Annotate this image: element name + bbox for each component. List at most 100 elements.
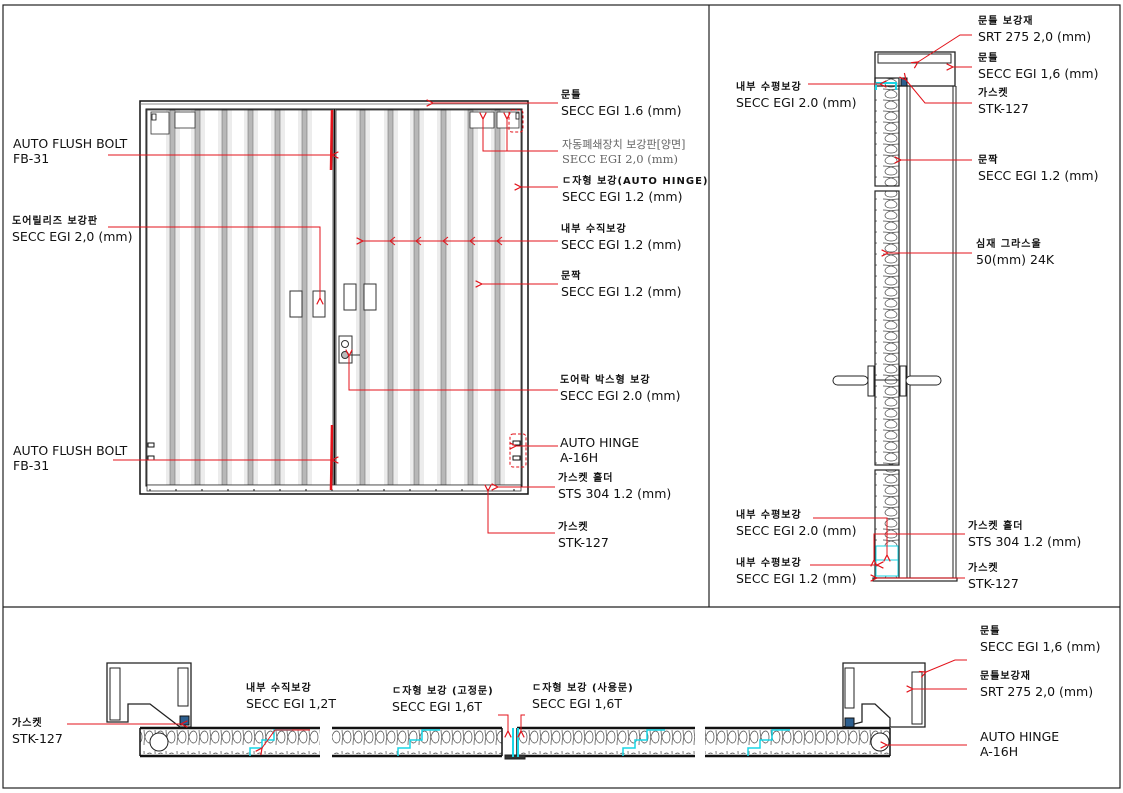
label-side-door-leaf: 문짝 SECC EGI 1.2 (mm): [978, 153, 1098, 183]
label-front-closer-plate: 자동폐쇄장치 보강판[양면]SECC EGI 2,0 (mm): [562, 137, 685, 167]
label-spec: SECC EGI 1.2 (mm): [561, 284, 682, 299]
inner-vertical-reinforcement: [622, 729, 665, 756]
leader-arrow: [496, 236, 503, 246]
gasket-holder-rail: [146, 484, 522, 492]
label-plan-gasket: 가스켓 STK-127: [12, 716, 63, 746]
label-plan-frame: 문틀 SECC EGI 1,6 (mm): [980, 624, 1100, 654]
label-front-inner-vertical: 내부 수직보강 SECC EGI 1.2 (mm): [561, 222, 681, 252]
label-spec: STK-127: [968, 576, 1019, 591]
label-spec: FB-31: [13, 151, 50, 166]
label-title: 내부 수평보강: [736, 82, 802, 93]
inner-vertical-reinforcement: [397, 729, 440, 756]
label-spec: SECC EGI 1,6 (mm): [978, 66, 1099, 81]
label-spec: 50(mm) 24K: [976, 252, 1055, 267]
label-title: 도어락 박스형 보강: [560, 375, 651, 386]
label-title: AUTO FLUSH BOLT: [13, 136, 128, 151]
plan-leaders: [67, 659, 967, 748]
label-spec: SECC EGI 1,6 (mm): [980, 639, 1101, 654]
insulation: [705, 730, 890, 754]
label-spec: FB-31: [13, 458, 50, 473]
label-spec: SECC EGI 2.0 (mm): [736, 95, 857, 110]
label-spec: SECC EGI 1.2 (mm): [561, 237, 682, 252]
inner-vertical-reinforcement: [747, 729, 790, 756]
label-spec: SECC EGI 2.0 (mm): [736, 523, 857, 538]
label-title: 문틀 보강재: [978, 16, 1034, 27]
label-title: 문짝: [561, 271, 582, 282]
label-title: ㄷ자형 보강 (고정문): [392, 686, 494, 697]
label-title: 문틀보강재: [980, 671, 1031, 682]
label-spec: STS 304 1.2 (mm): [558, 486, 672, 501]
label-plan-c-channel-fixed: ㄷ자형 보강 (고정문) SECC EGI 1,6T: [392, 684, 494, 714]
label-spec: A-16H: [560, 450, 599, 465]
insulation: [517, 730, 695, 754]
label-spec: SECC EGI 1,6T: [532, 696, 623, 711]
label-spec: SRT 275 2,0 (mm): [980, 684, 1094, 699]
label-title: 내부 수평보강: [736, 558, 802, 569]
label-front-frame: 문틀 SECC EGI 1.6 (mm): [561, 88, 681, 118]
leader-arrow: [415, 236, 422, 246]
label-spec: STS 304 1.2 (mm): [968, 534, 1082, 549]
label-plan-c-channel-active: ㄷ자형 보강 (사용문) SECC EGI 1,6T: [532, 681, 634, 711]
label-spec: STK-127: [12, 731, 63, 746]
vertical-stiffener: [494, 109, 501, 486]
vertical-stiffener: [194, 109, 201, 486]
label-spec: STK-127: [978, 101, 1029, 116]
label-spec: SECC EGI 1,2T: [246, 696, 337, 711]
door-release-plate: [289, 290, 303, 318]
vertical-stiffener: [387, 109, 394, 486]
front-elevation: [139, 100, 529, 495]
label-side-inner-horizontal-thin: 내부 수평보강 SECC EGI 1.2 (mm): [736, 556, 856, 586]
leader-arrow: [442, 236, 449, 246]
label-title: 내부 수직보강: [561, 224, 627, 235]
label-spec: SECC EGI 1.6 (mm): [561, 103, 682, 118]
label-front-c-channel-hinge: ㄷ자형 보강(AUTO HINGE)SECC EGI 1.2 (mm): [562, 174, 708, 204]
label-plan-frame-reinforce: 문틀보강재 SRT 275 2,0 (mm): [980, 669, 1093, 699]
label-front-door-leaf: 문짝 SECC EGI 1.2 (mm): [561, 269, 681, 299]
inner-vertical-reinforcement: [249, 729, 292, 756]
label-side-frame: 문틀 SECC EGI 1,6 (mm): [978, 51, 1098, 81]
label-spec: SRT 275 2,0 (mm): [978, 29, 1092, 44]
front-leaders: [108, 103, 558, 534]
label-spec: STK-127: [558, 535, 609, 550]
label-title: 문틀: [561, 90, 582, 101]
label-title: AUTO FLUSH BOLT: [13, 443, 128, 458]
label-spec: SECC EGI 1.2 (mm): [978, 168, 1099, 183]
label-title: 가스켓 홀더: [558, 473, 614, 484]
label-title: 문짝: [978, 155, 999, 166]
label-spec: SECC EGI 1.2 (mm): [736, 571, 857, 586]
plan-section: [106, 662, 926, 760]
label-front-release-plate: 도어릴리즈 보강판 SECC EGI 2,0 (mm): [12, 214, 132, 244]
label-side-frame-reinforce: 문틀 보강재 SRT 275 2,0 (mm): [978, 14, 1091, 44]
label-front-gasket: 가스켓 STK-127: [558, 520, 609, 550]
flush-bolt-top: [329, 109, 334, 171]
label-title: ㄷ자형 보강 (사용문): [532, 683, 634, 694]
label-title: 가스켓: [12, 718, 43, 729]
label-title: 도어릴리즈 보강판: [12, 216, 99, 227]
label-title: 가스켓: [978, 88, 1009, 99]
leader-arrow: [389, 236, 396, 246]
vertical-stiffener: [247, 109, 254, 486]
label-title: 심재 그라스울: [976, 239, 1042, 250]
label-title: 문틀: [978, 53, 999, 64]
vertical-stiffener: [440, 109, 447, 486]
label-spec: A-16H: [980, 744, 1019, 759]
leader-arrow: [469, 236, 476, 246]
vertical-stiffener: [467, 109, 474, 486]
label-title: 가스켓: [558, 522, 589, 533]
label-spec: SECC EGI 2,0 (mm): [12, 229, 133, 244]
side-leaders: [808, 34, 972, 578]
label-title: 문틀: [980, 626, 1001, 637]
label-spec: SECC EGI 1,6T: [392, 699, 483, 714]
label-title: AUTO HINGE: [980, 729, 1060, 744]
label-spec: SECC EGI 2,0 (mm): [562, 152, 679, 166]
label-title: ㄷ자형 보강(AUTO HINGE): [562, 176, 709, 187]
sheet-border: [2, 4, 1121, 789]
